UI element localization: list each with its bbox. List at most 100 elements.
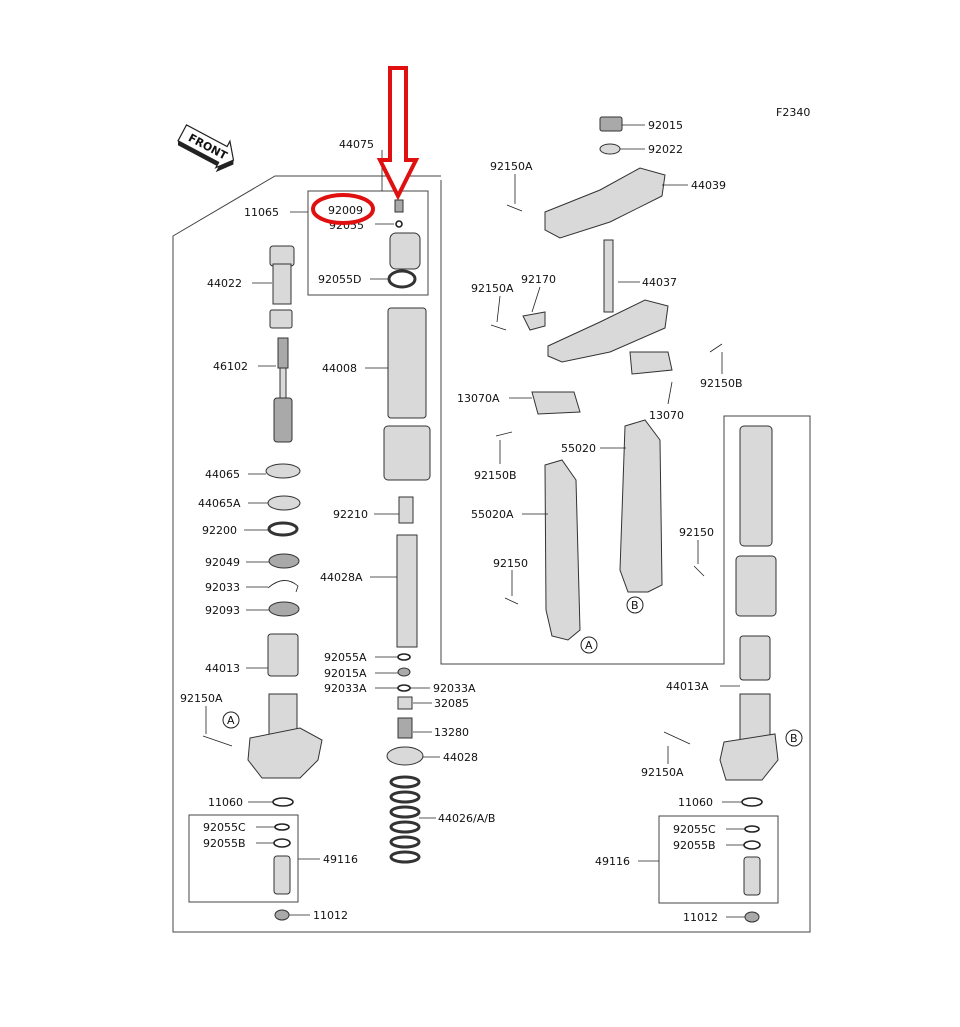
label-92015A: 92015A [324, 667, 367, 680]
label-92150A-top: 92150A [490, 160, 533, 173]
part-44037-stem [603, 239, 614, 313]
highlight-ellipse [311, 193, 375, 225]
label-44026: 44026/A/B [438, 812, 495, 825]
part-44037-lower-clamp [547, 299, 669, 363]
part-44065 [265, 463, 301, 479]
label-11060-right: 11060 [678, 796, 713, 809]
label-92150B-right: 92150B [700, 377, 743, 390]
part-92150A-bolt-right [663, 731, 691, 745]
label-46102: 46102 [213, 360, 248, 373]
svg-text:A: A [585, 639, 593, 652]
label-44028: 44028 [443, 751, 478, 764]
label-11012-left: 11012 [313, 909, 348, 922]
right-drain-group-box [658, 815, 779, 904]
part-92033A [397, 684, 411, 692]
part-44026-spring [389, 775, 421, 864]
label-11060-left: 11060 [208, 796, 243, 809]
label-44008: 44008 [322, 362, 357, 375]
part-92150B-bolt-mid [495, 431, 513, 437]
part-right-inner-tube [735, 425, 777, 617]
label-44039: 44039 [691, 179, 726, 192]
part-46102 [273, 337, 293, 443]
part-92055C-left [274, 823, 290, 831]
label-49116-right: 49116 [595, 855, 630, 868]
callout-B-guard: B [626, 596, 644, 614]
cap-group-box [307, 190, 429, 296]
part-92200 [267, 521, 299, 537]
callout-A-left: A [222, 711, 240, 729]
part-32085 [397, 696, 413, 710]
part-92049 [268, 553, 300, 569]
part-11060-right [741, 797, 763, 807]
part-92055C-right [744, 825, 760, 833]
label-92033A-right: 92033A [433, 682, 476, 695]
left-assembly-frame [172, 175, 811, 933]
part-44065A [267, 495, 301, 511]
label-13070A: 13070A [457, 392, 500, 405]
label-44037: 44037 [642, 276, 677, 289]
part-44013A [719, 635, 779, 781]
label-92200: 92200 [202, 524, 237, 537]
label-44022: 44022 [207, 277, 242, 290]
part-13070-clamp [629, 351, 673, 375]
label-92055B-left: 92055B [203, 837, 246, 850]
part-92055B-right [743, 840, 761, 850]
label-44065: 44065 [205, 468, 240, 481]
part-44039-upper-clamp [544, 167, 666, 239]
part-44008 [383, 307, 431, 481]
part-92150B-bolt-right [709, 343, 723, 353]
svg-text:B: B [790, 732, 798, 745]
part-13280 [397, 717, 413, 739]
label-92150B-mid: 92150B [474, 469, 517, 482]
part-92033 [267, 580, 299, 593]
part-44022 [269, 245, 295, 329]
part-92015A [397, 667, 411, 677]
label-92055C-right: 92055C [673, 823, 716, 836]
part-92170-bracket [522, 311, 546, 331]
part-55020-guard [619, 419, 663, 593]
callout-A-guard: A [580, 636, 598, 654]
part-11065-cap [389, 232, 421, 270]
part-11012-right [744, 911, 760, 923]
label-44028A: 44028A [320, 571, 363, 584]
front-arrow-badge: FRONT [177, 124, 235, 173]
label-92055A: 92055A [324, 651, 367, 664]
label-92055B-right: 92055B [673, 839, 716, 852]
label-92170: 92170 [521, 273, 556, 286]
figure-code: F2340 [776, 106, 810, 119]
label-11065: 11065 [244, 206, 279, 219]
label-92033: 92033 [205, 581, 240, 594]
label-55020: 55020 [561, 442, 596, 455]
label-13280: 13280 [434, 726, 469, 739]
part-92150A-bolt-mid [490, 324, 507, 331]
label-92150-left: 92150 [493, 557, 528, 570]
label-92150A-right: 92150A [641, 766, 684, 779]
svg-text:B: B [631, 599, 639, 612]
label-11012-right: 11012 [683, 911, 718, 924]
label-92210: 92210 [333, 508, 368, 521]
label-44065A: 44065A [198, 497, 241, 510]
part-11060-left [272, 797, 294, 807]
label-92009: 92009 [328, 204, 363, 217]
part-92150-bolt-right [693, 565, 705, 577]
label-92015: 92015 [648, 119, 683, 132]
part-49116-right [743, 856, 761, 896]
label-44075: 44075 [339, 138, 374, 151]
label-92049: 92049 [205, 556, 240, 569]
part-92055B-left [273, 838, 291, 848]
part-labels: 44075 11065 92009 92055 44022 92055D 461… [180, 119, 743, 924]
label-32085: 32085 [434, 697, 469, 710]
part-92150-bolt-left [504, 597, 519, 605]
label-92150A-left: 92150A [180, 692, 223, 705]
part-92210 [398, 496, 414, 524]
highlight-arrow [376, 66, 420, 201]
part-92150A-bolt-top [506, 204, 523, 212]
part-92022-washer [599, 143, 621, 155]
part-13070A-clamp [531, 391, 581, 415]
part-49116-left [273, 855, 291, 895]
callout-B-right: B [785, 729, 803, 747]
label-44013A: 44013A [666, 680, 709, 693]
label-55020A: 55020A [471, 508, 514, 521]
part-92055A [397, 653, 411, 661]
